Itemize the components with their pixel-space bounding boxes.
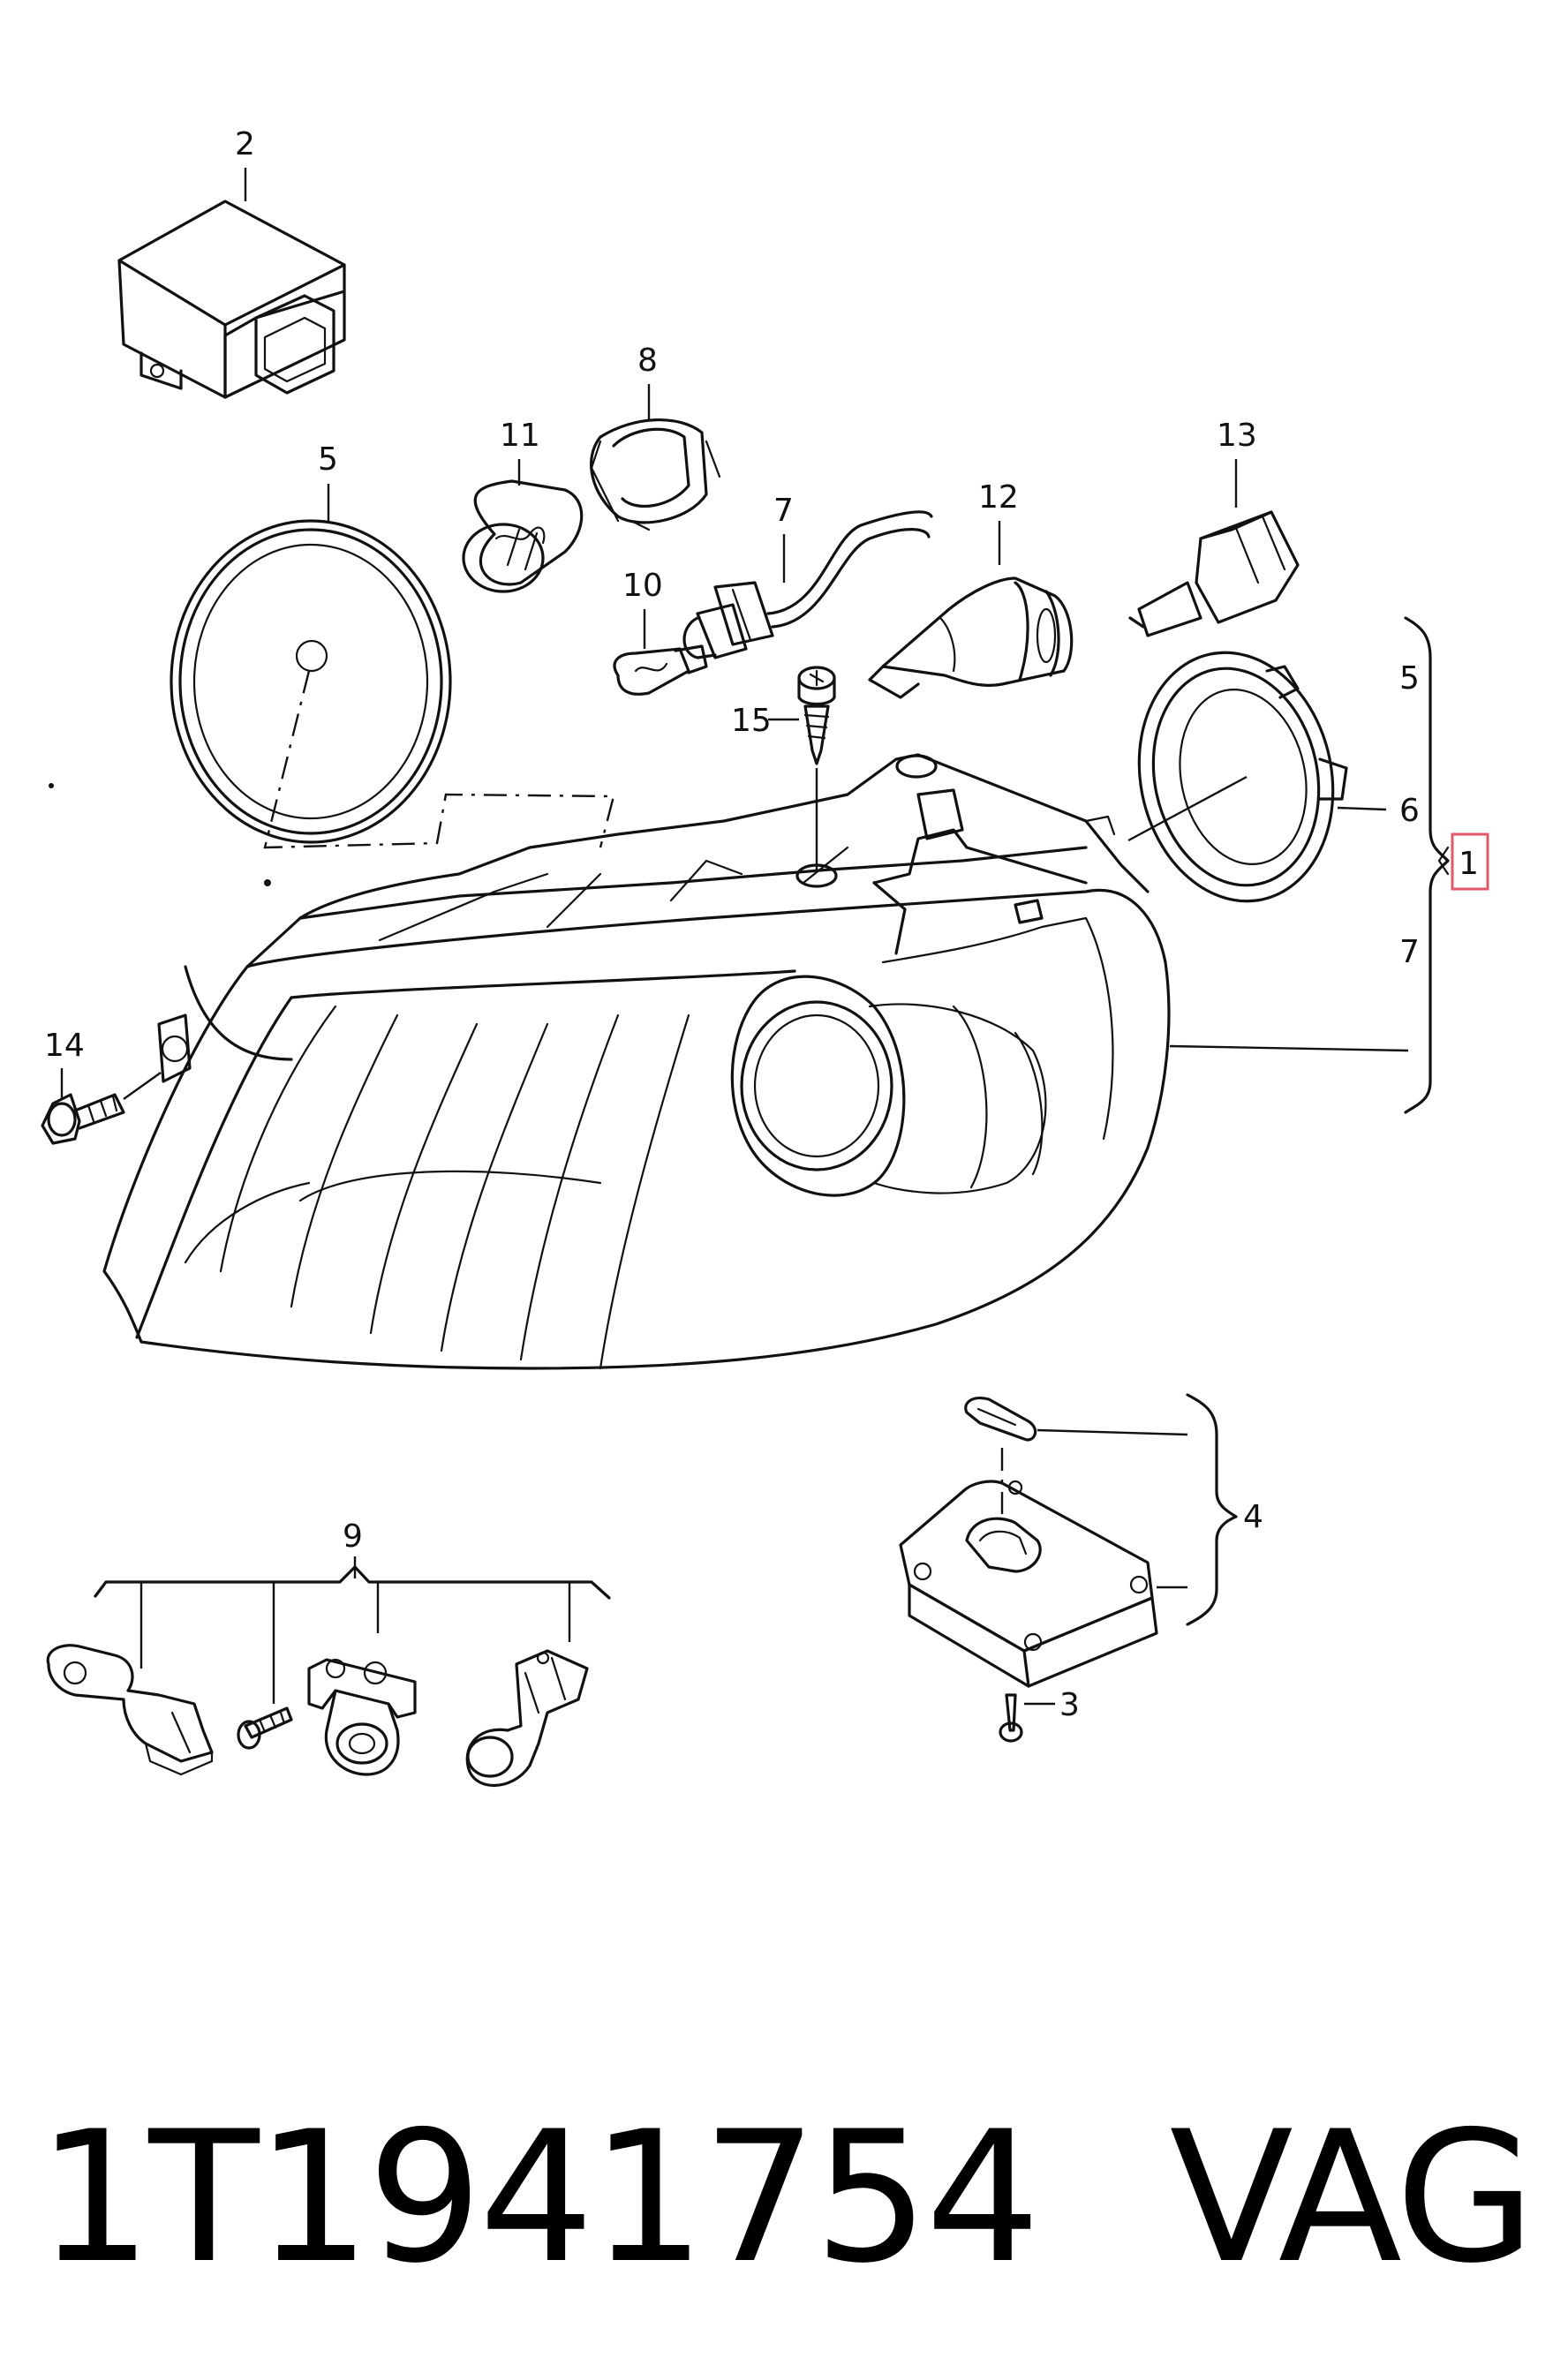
- callout-1-box: [1451, 832, 1489, 891]
- xenon-bulb-part-13: 13: [1128, 418, 1300, 637]
- callout-13: 13: [1217, 418, 1257, 454]
- ballast-unit-part-4: 3 4: [899, 1393, 1263, 1743]
- callout-14: 14: [44, 1028, 85, 1064]
- callout-11: 11: [500, 418, 540, 454]
- callout-7-connector: 7: [773, 493, 794, 529]
- callout-7-right: 7: [1399, 934, 1420, 970]
- dash-leader-part-5: [263, 670, 615, 849]
- callout-6: 6: [1399, 793, 1420, 829]
- headlight-bulb-part-12: 12: [868, 479, 1074, 699]
- screw-part-15: 15: [731, 666, 836, 765]
- mounting-screw-part-14: 14: [41, 1028, 162, 1145]
- repair-kit-part-9: 9: [46, 1518, 611, 1787]
- callout-1: 1: [1459, 846, 1479, 882]
- callout-5-left: 5: [318, 441, 338, 478]
- callout-8: 8: [637, 343, 658, 379]
- bulb-holder-part-8: 8: [590, 343, 721, 531]
- brand-name: VAG: [1169, 2093, 1536, 2303]
- callout-9: 9: [343, 1518, 363, 1555]
- callout-10: 10: [622, 568, 663, 604]
- callout-12: 12: [978, 479, 1019, 516]
- lens-cover-part-5: 5: [170, 441, 452, 844]
- wiring-connector-part-7: 7: [682, 493, 933, 659]
- part-number: 1T1941754: [37, 2093, 1041, 2303]
- callout-5-right: 5: [1399, 660, 1420, 697]
- bracket-part-1: 5 7 1: [1169, 616, 1489, 1114]
- part-number-footer: 1T1941754 VAG: [37, 2083, 1538, 2313]
- bulb-part-11: 11: [462, 418, 584, 593]
- callout-3: 3: [1059, 1687, 1080, 1723]
- small-bulb-part-10: 10: [613, 568, 708, 696]
- callout-15: 15: [731, 703, 772, 739]
- control-module-part-2: 2: [117, 126, 346, 399]
- headlamp-ring-part-6: 6: [1127, 651, 1420, 903]
- callout-4: 4: [1243, 1499, 1263, 1535]
- callout-2: 2: [235, 126, 255, 162]
- headlight-housing: [102, 753, 1171, 1370]
